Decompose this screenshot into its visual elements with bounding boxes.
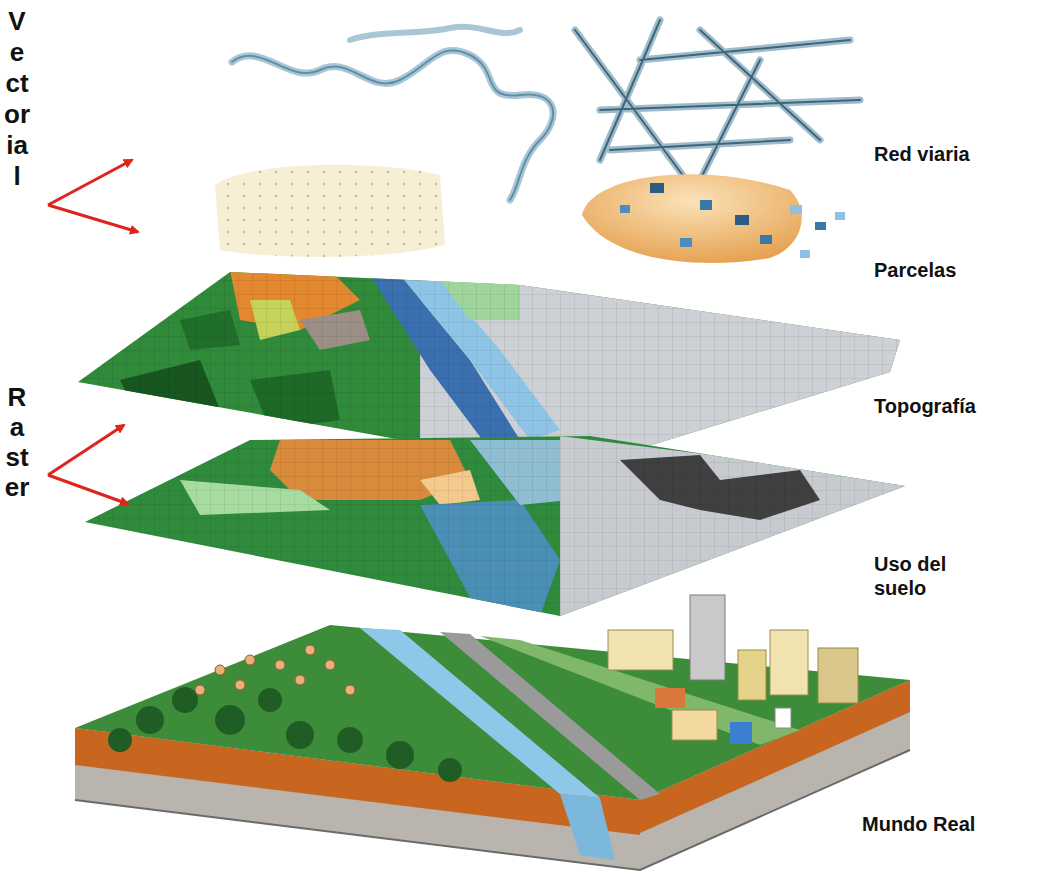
vertical-heading: Raster [4, 382, 30, 502]
land-use-layer [80, 430, 910, 620]
layer-label: Red viaria [874, 142, 1034, 166]
layer-label: Uso del suelo [874, 552, 954, 600]
real-world-block [75, 595, 910, 870]
layer-label: Topografía [874, 394, 1034, 418]
bracket-arrows [48, 160, 138, 504]
layer-label: Mundo Real [862, 812, 1032, 836]
layer-label: Parcelas [874, 258, 1034, 282]
parcel-layer [215, 165, 845, 263]
vertical-heading: Vectorial [4, 6, 30, 192]
